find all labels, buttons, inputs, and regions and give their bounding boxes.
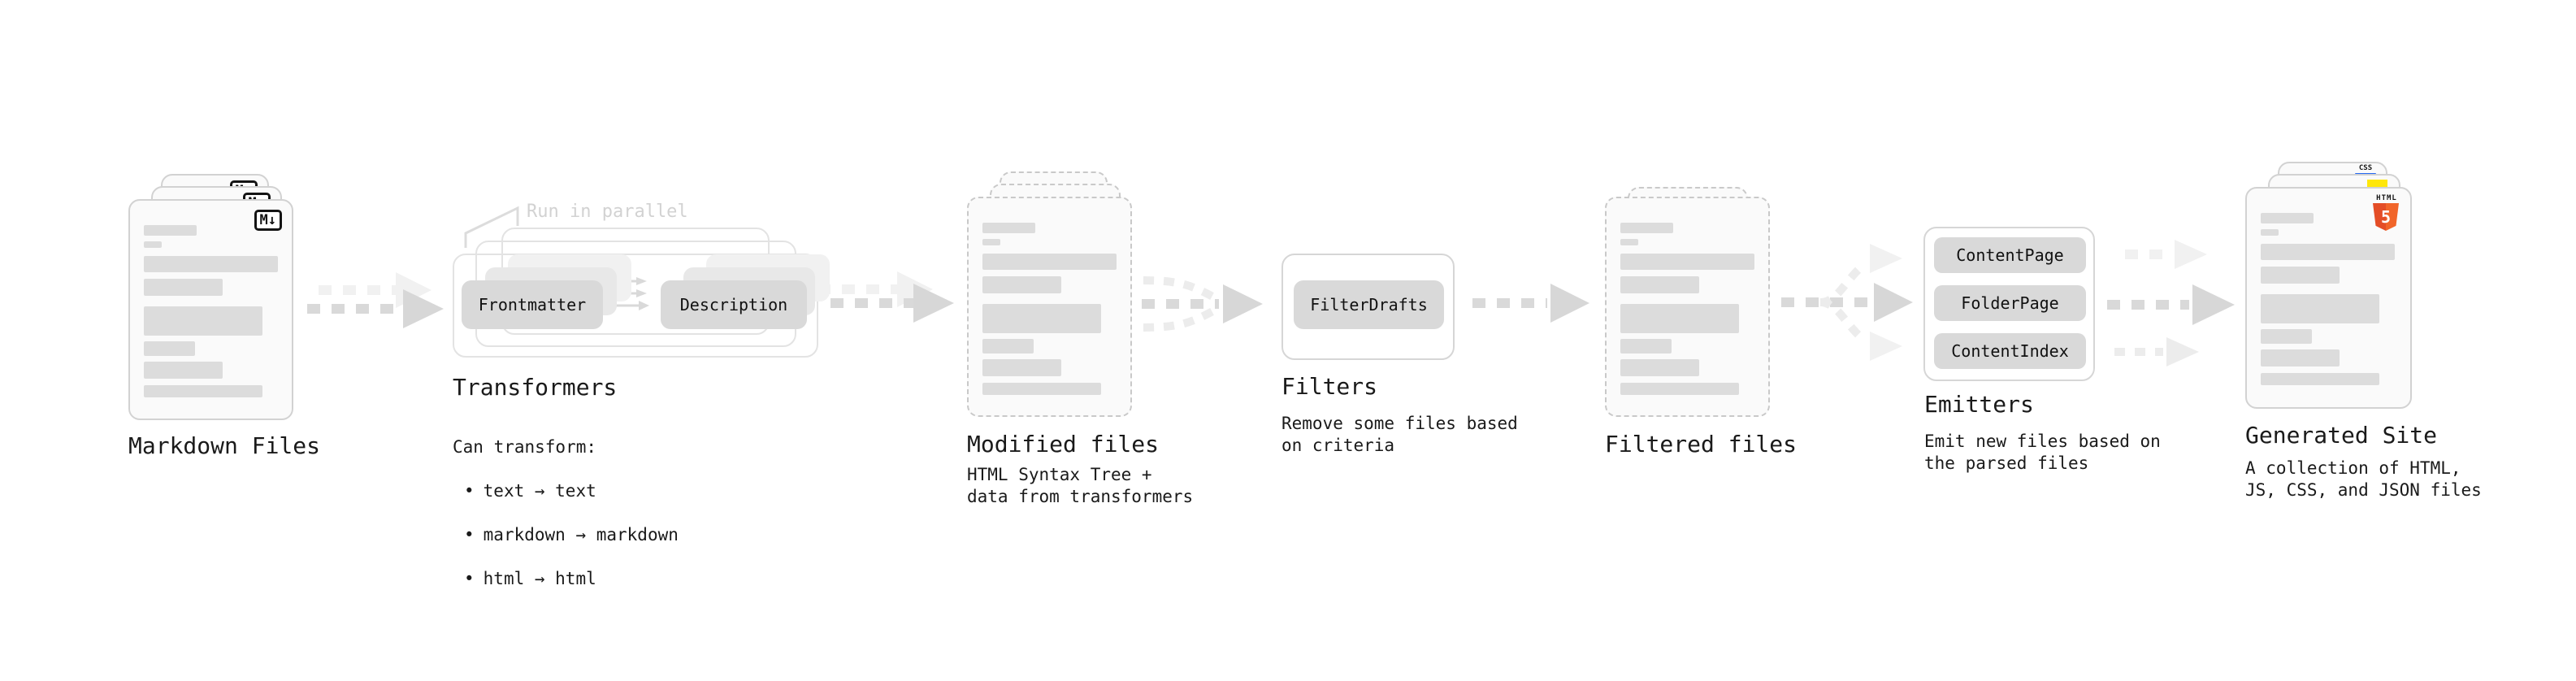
filtered-files-label: Filtered files xyxy=(1605,431,1798,458)
arrow-filters-to-filtered xyxy=(1472,284,1589,323)
skeleton-text-line xyxy=(144,385,262,397)
bullet-icon: • xyxy=(464,525,475,544)
file-card: HTML 5 xyxy=(2245,187,2412,409)
file-card xyxy=(967,197,1132,417)
markdown-files-label: Markdown Files xyxy=(128,432,321,459)
transformer-capability-item: •text → text xyxy=(464,481,596,501)
file-card: M↓ xyxy=(128,199,293,420)
arrow-filtered-to-emitters-split xyxy=(1781,244,1913,361)
skeleton-text-line xyxy=(982,276,1061,293)
skeleton-text-line xyxy=(144,341,195,356)
arrow-emitters-to-generated xyxy=(2107,240,2235,367)
arrow-modified-to-filters-merge xyxy=(1142,276,1263,332)
emitter-box-contentindex: ContentIndex xyxy=(1934,333,2086,369)
skeleton-text-line xyxy=(982,254,1117,270)
skeleton-text-line xyxy=(2261,349,2340,367)
skeleton-text-line xyxy=(144,256,278,272)
skeleton-text-line xyxy=(1620,304,1739,333)
skeleton-text-line xyxy=(144,306,262,336)
skeleton-text-line xyxy=(2261,373,2379,385)
skeleton-text-line xyxy=(982,223,1035,233)
emitters-description: Emit new files based on the parsed files xyxy=(1924,432,2161,473)
skeleton-text-line xyxy=(144,362,223,379)
generated-site-description: A collection of HTML, JS, CSS, and JSON … xyxy=(2245,458,2482,500)
transformer-capability-item: •markdown → markdown xyxy=(464,525,679,544)
skeleton-text-line xyxy=(982,359,1061,376)
skeleton-text-line xyxy=(982,383,1101,395)
emitters-outline xyxy=(1923,227,2095,381)
skeleton-text-line xyxy=(2261,267,2340,284)
skeleton-text-line xyxy=(1620,383,1739,395)
transformers-label: Transformers xyxy=(453,374,618,401)
skeleton-text-line xyxy=(144,225,197,236)
transformer-box-description: Description xyxy=(661,280,807,329)
skeleton-text-line xyxy=(144,279,223,296)
skeleton-text-line xyxy=(1620,239,1638,245)
emitter-box-folderpage: FolderPage xyxy=(1934,285,2086,321)
transformers-description-heading: Can transform: xyxy=(453,437,597,457)
file-card xyxy=(1605,197,1770,417)
filters-outline xyxy=(1281,254,1455,360)
skeleton-text-line xyxy=(2261,213,2314,223)
bullet-icon: • xyxy=(464,569,475,588)
arrow-markdown-to-transformers xyxy=(307,272,444,328)
filters-description: Remove some files based on criteria xyxy=(1281,414,1518,455)
markdown-icon: M↓ xyxy=(254,210,282,231)
transformer-capability-item: •html → html xyxy=(464,569,596,588)
skeleton-text-line xyxy=(1620,359,1699,376)
skeleton-text-line xyxy=(144,241,162,248)
skeleton-text-line xyxy=(2261,329,2312,344)
filter-box-filterdrafts: FilterDrafts xyxy=(1294,280,1444,329)
skeleton-text-line xyxy=(982,304,1101,333)
run-in-parallel-leader-line xyxy=(464,206,519,248)
arrow-transformers-to-modified xyxy=(817,271,954,323)
bullet-icon: • xyxy=(464,481,475,501)
emitter-box-contentpage: ContentPage xyxy=(1934,237,2086,273)
skeleton-text-line xyxy=(1620,223,1673,233)
transformer-box-frontmatter: Frontmatter xyxy=(462,280,603,329)
transformer-outline-front xyxy=(453,254,818,358)
skeleton-text-line xyxy=(1620,254,1754,270)
modified-files-label: Modified files xyxy=(967,431,1160,458)
filters-label: Filters xyxy=(1281,373,1378,400)
skeleton-text-line xyxy=(982,339,1034,354)
transformers-description: Can transform: •text → text •markdown → … xyxy=(453,414,679,612)
generated-site-label: Generated Site xyxy=(2245,422,2438,449)
modified-files-description: HTML Syntax Tree + data from transformer… xyxy=(967,465,1194,506)
skeleton-text-line xyxy=(2261,229,2279,236)
skeleton-text-line xyxy=(2261,294,2379,323)
skeleton-text-line xyxy=(2261,244,2395,260)
skeleton-text-line xyxy=(982,239,1000,245)
run-in-parallel-annotation: Run in parallel xyxy=(527,202,688,222)
skeleton-text-line xyxy=(1620,339,1672,354)
skeleton-text-line xyxy=(1620,276,1699,293)
emitters-label: Emitters xyxy=(1924,391,2034,418)
html5-icon: HTML 5 xyxy=(2373,195,2400,231)
